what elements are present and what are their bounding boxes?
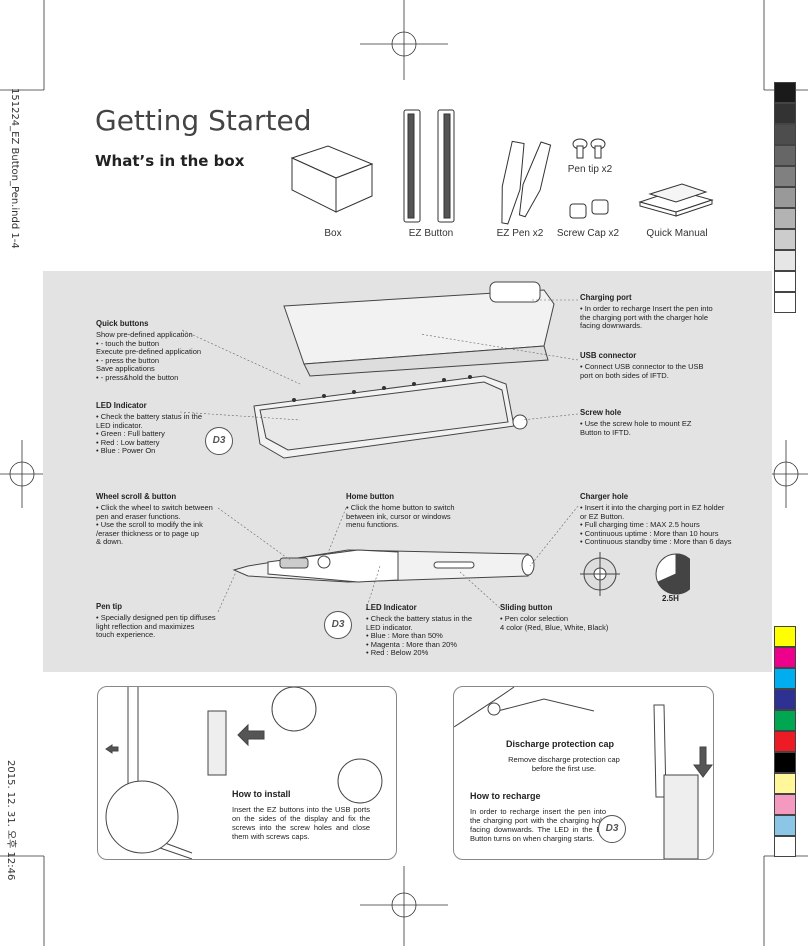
gray-swatch: [774, 229, 796, 250]
charger-hole-label: Charger hole • Insert it into the chargi…: [580, 492, 732, 547]
box-caption: Box: [324, 228, 342, 239]
color-swatch: [774, 773, 796, 794]
install-body: Insert the EZ buttons into the USB ports…: [232, 805, 370, 841]
charger-hole-diagram: [580, 552, 690, 596]
recharge-body: In order to recharge insert the pen into…: [470, 807, 606, 843]
charging-port-label: Charging port • In order to recharge Ins…: [580, 293, 713, 331]
ez-button-illustration: [403, 109, 455, 223]
usb-connector-label: USB connector • Connect USB connector to…: [580, 351, 704, 380]
screw-cap-caption: Screw Cap x2: [556, 228, 620, 239]
ez-button-diagram: [253, 281, 555, 459]
charge-time-label: 2.5H: [662, 594, 679, 603]
install-title: How to install: [232, 789, 291, 799]
section-title: What’s in the box: [95, 152, 245, 170]
d3-logo-recharge: D3: [598, 815, 626, 843]
quick-buttons-label: Quick buttons Show pre-defined applicati…: [96, 319, 246, 383]
ez-pen-caption: EZ Pen x2: [496, 228, 544, 239]
led-indicator-pen-label: LED Indicator • Check the battery status…: [366, 603, 473, 658]
ez-pen-diagram: [232, 549, 535, 583]
wheel-scroll-label: Wheel scroll & button • Click the wheel …: [96, 492, 213, 547]
color-swatch: [774, 815, 796, 836]
gray-swatch: [774, 187, 796, 208]
screw-cap-illustration: [569, 199, 609, 219]
page-title: Getting Started: [95, 104, 312, 137]
gray-swatch: [774, 145, 796, 166]
install-card: How to install Insert the EZ buttons int…: [97, 686, 397, 860]
discharge-body: Remove discharge protection cap before t…: [508, 755, 620, 773]
d3-logo-pen: D3: [324, 611, 352, 639]
gray-swatch: [774, 82, 796, 103]
color-swatch: [774, 689, 796, 710]
pen-tip-label: Pen tip • Specially designed pen tip dif…: [96, 602, 216, 640]
recharge-card: Discharge protection cap Remove discharg…: [453, 686, 714, 860]
quick-manual-illustration: [638, 183, 714, 217]
led-indicator-top-label: LED Indicator • Check the battery status…: [96, 401, 203, 456]
color-swatch: [774, 836, 796, 857]
gray-swatch: [774, 292, 796, 313]
box-illustration: [290, 145, 374, 213]
ez-pen-illustration: [501, 140, 552, 225]
gray-swatch: [774, 250, 796, 271]
color-swatch: [774, 626, 796, 647]
screw-hole-label: Screw hole • Use the screw hole to mount…: [580, 408, 692, 437]
home-button-label: Home button • Click the home button to s…: [346, 492, 455, 530]
quick-buttons-title: Quick buttons: [96, 319, 149, 328]
gray-swatch: [774, 271, 796, 292]
discharge-title: Discharge protection cap: [506, 739, 615, 749]
recharge-title: How to recharge: [470, 791, 541, 801]
color-swatch: [774, 710, 796, 731]
quick-manual-caption: Quick Manual: [646, 228, 708, 239]
recharge-illustration: [454, 687, 713, 859]
d3-logo-top: D3: [205, 427, 233, 455]
install-illustration: [105, 687, 383, 859]
gray-swatch: [774, 166, 796, 187]
gray-swatch: [774, 124, 796, 145]
pen-tip-illustration: [572, 138, 606, 159]
ez-button-caption: EZ Button: [408, 228, 454, 239]
gray-swatch: [774, 208, 796, 229]
color-swatch: [774, 668, 796, 689]
color-swatch: [774, 752, 796, 773]
gray-swatch: [774, 103, 796, 124]
color-swatch: [774, 794, 796, 815]
color-swatch: [774, 647, 796, 668]
pen-tip-caption: Pen tip x2: [567, 164, 613, 175]
color-swatch: [774, 731, 796, 752]
sliding-button-label: Sliding button • Pen color selection 4 c…: [500, 603, 609, 632]
